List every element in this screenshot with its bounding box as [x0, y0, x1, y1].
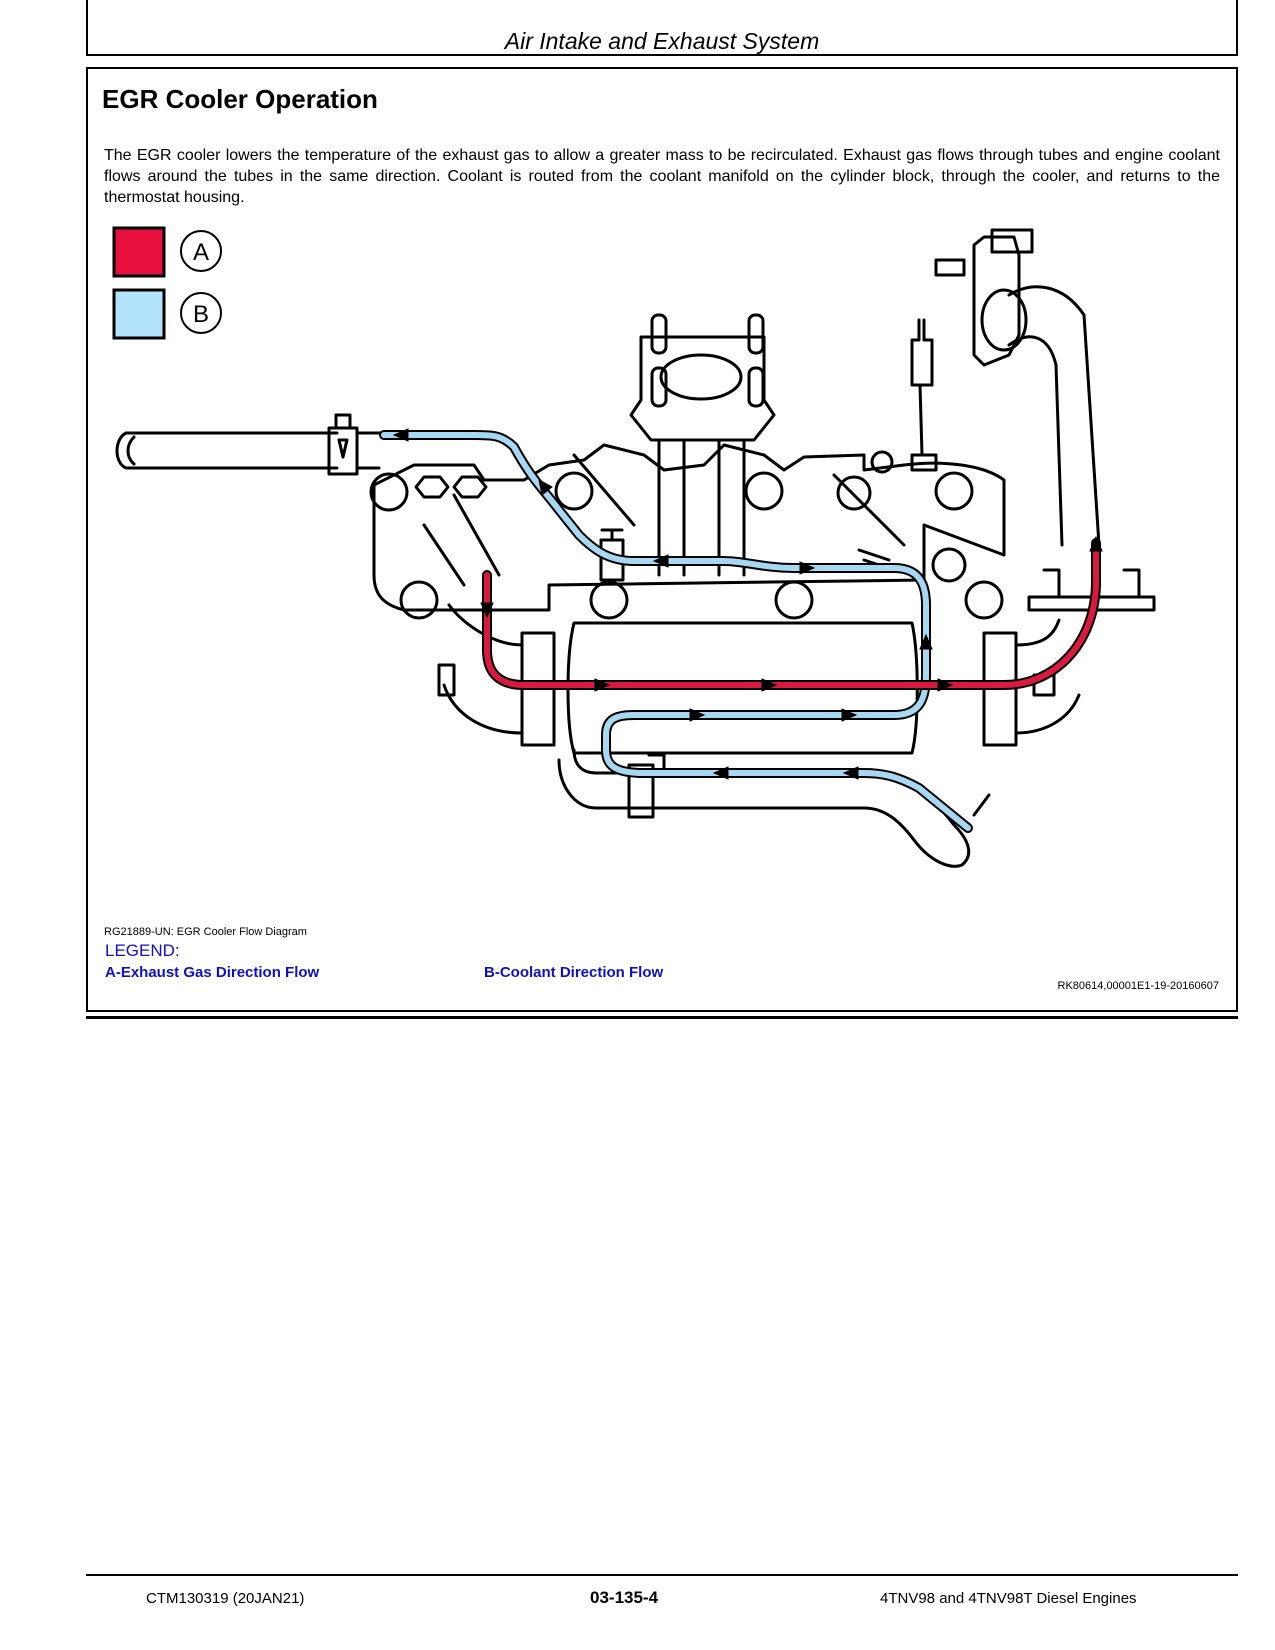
coolant-flow-arrow	[842, 766, 859, 780]
legend-item-coolant: B-Coolant Direction Flow	[484, 964, 664, 981]
figure-caption: RG21889-UN: EGR Cooler Flow Diagram	[104, 926, 307, 938]
manifold-bolt	[369, 472, 409, 512]
manifold-runners	[422, 438, 906, 587]
exhaust-flow-arrow	[480, 602, 494, 619]
manifold-bolt	[589, 580, 629, 620]
exhaust-flow-arrow	[1089, 535, 1103, 552]
manifold-bolt	[554, 471, 594, 511]
thermostat-housing	[934, 235, 1021, 367]
section-frame	[86, 67, 1238, 1012]
section-body-text: The EGR cooler lowers the temperature of…	[104, 147, 1220, 206]
manifold-bolt	[964, 580, 1004, 620]
manifold-housing	[372, 443, 1006, 612]
coolant-flow-arrow	[712, 766, 729, 780]
exhaust-flow-arrow	[594, 678, 611, 692]
section-title: EGR Cooler Operation	[102, 84, 378, 114]
flange-stud-right-top	[747, 313, 765, 355]
coolant-flow-arrow	[392, 428, 409, 442]
manifold-stud	[836, 475, 872, 511]
egr-temperature-sensor	[910, 318, 938, 472]
egr-cooler-flow-diagram: A B	[104, 225, 1224, 925]
coolant-flow-arrow	[538, 479, 553, 496]
running-header: Air Intake and Exhaust System	[504, 28, 820, 54]
flange-stud-right-bottom	[747, 366, 765, 408]
legend-item-exhaust-gas: A-Exhaust Gas Direction Flow	[105, 964, 320, 981]
coolant-flow-path	[379, 430, 973, 833]
thermostat-housing-fitting	[990, 228, 1034, 254]
coolant-flow-arrow	[689, 708, 706, 722]
legend-heading: LEGEND:	[105, 941, 180, 960]
exhaust-flow-path-fill	[484, 540, 1099, 688]
flange-stud-left-bottom	[650, 366, 668, 408]
footer-rule	[86, 1574, 1238, 1576]
return-pipe-elbow	[980, 288, 1028, 352]
coolant-flow-arrow	[919, 633, 933, 650]
key-label-b: B	[193, 301, 209, 328]
section-bottom-rule	[86, 1016, 1238, 1019]
cooler-mount-bracket	[1027, 568, 1156, 612]
key-swatch-b	[112, 288, 166, 340]
coolant-flow-arrow	[799, 561, 816, 575]
flange-stud-left-top	[650, 313, 668, 355]
coolant-return-pipe	[1007, 285, 1101, 547]
throttle-flange	[629, 335, 776, 442]
manifold-stud	[870, 450, 894, 474]
key-label-b-circle	[180, 292, 222, 334]
left-tube-clamp-bolt	[334, 413, 352, 459]
manifold-hex-bolt	[414, 475, 488, 499]
footer-page-number: 03-135-4	[590, 1588, 659, 1607]
exhaust-flow-arrow	[761, 678, 778, 692]
drain-line	[972, 793, 991, 817]
key-swatch-a	[112, 226, 166, 278]
key-label-a: A	[193, 239, 209, 266]
manifold-bolt	[931, 547, 967, 583]
figure-reference-code: RK80614,00001E1-19-20160607	[1057, 980, 1219, 992]
left-tube-clamp	[327, 426, 359, 476]
key-label-a-circle	[180, 230, 222, 272]
manifold-bolt	[399, 580, 439, 620]
throttle-bore	[659, 353, 743, 401]
egr-cooler-body	[566, 621, 919, 755]
cooler-left-inlet-pipe	[437, 603, 524, 735]
exhaust-flow-arrow	[937, 678, 954, 692]
footer-document-id: CTM130319 (20JAN21)	[146, 1590, 305, 1607]
bottom-tube-clamp	[627, 763, 655, 819]
bottom-tube-bend	[557, 748, 598, 810]
manifold-bolt	[934, 471, 974, 511]
page-top-frame	[86, 0, 1238, 56]
manifold-bolt	[744, 471, 784, 511]
footer-engine-models: 4TNV98 and 4TNV98T Diesel Engines	[880, 1590, 1137, 1607]
coolant-flow-arrow	[841, 708, 858, 722]
coolant-flow-arrow	[652, 554, 669, 568]
upper-hose-clamp-bolt	[600, 528, 624, 542]
left-intake-tube	[115, 431, 339, 470]
manifold-bolt	[774, 580, 814, 620]
